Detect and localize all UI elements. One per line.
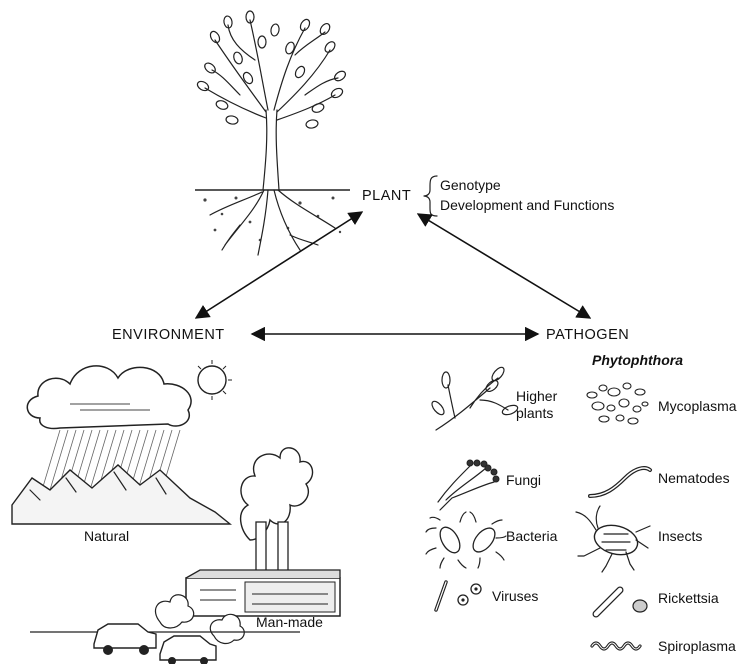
smoke-icon <box>241 448 313 540</box>
mycoplasma-label: Mycoplasma <box>658 398 737 414</box>
higher-plants-label-line1: Higher <box>516 388 557 404</box>
virus-icon <box>436 582 481 610</box>
man-made-label: Man-made <box>256 614 323 630</box>
natural-label: Natural <box>84 528 129 544</box>
higher-plant-icon <box>430 365 519 430</box>
environment-label: ENVIRONMENT <box>112 327 225 343</box>
insect-icon <box>576 506 650 572</box>
natural-environment-illustration <box>12 360 232 524</box>
car-icon <box>94 624 156 655</box>
higher-plants-label-line2: plants <box>516 405 553 421</box>
viruses-label: Viruses <box>492 588 538 604</box>
mountains-icon <box>12 465 230 524</box>
plant-label: PLANT <box>362 188 411 204</box>
arrow-plant-environment <box>196 212 362 318</box>
genotype-label: Genotype <box>440 177 501 193</box>
fungi-icon <box>438 460 499 510</box>
tree-illustration <box>195 11 350 255</box>
arrow-plant-pathogen <box>418 214 590 318</box>
development-functions-label: Development and Functions <box>440 197 614 213</box>
sun-icon <box>198 366 226 394</box>
spiroplasma-label: Spiroplasma <box>658 638 736 654</box>
rickettsia-icon <box>596 590 647 614</box>
mycoplasma-icon <box>587 383 648 424</box>
fungi-label: Fungi <box>506 472 541 488</box>
rickettsia-label: Rickettsia <box>658 590 719 606</box>
plant-attributes-brace <box>424 176 437 216</box>
car-icon <box>160 636 216 664</box>
nematodes-label: Nematodes <box>658 470 730 486</box>
insects-label: Insects <box>658 528 702 544</box>
cloud-icon <box>27 366 191 429</box>
bacteria-label: Bacteria <box>506 528 557 544</box>
pathogen-label: PATHOGEN <box>546 327 629 343</box>
bacteria-icon <box>426 512 506 568</box>
phytophthora-label: Phytophthora <box>592 352 683 368</box>
